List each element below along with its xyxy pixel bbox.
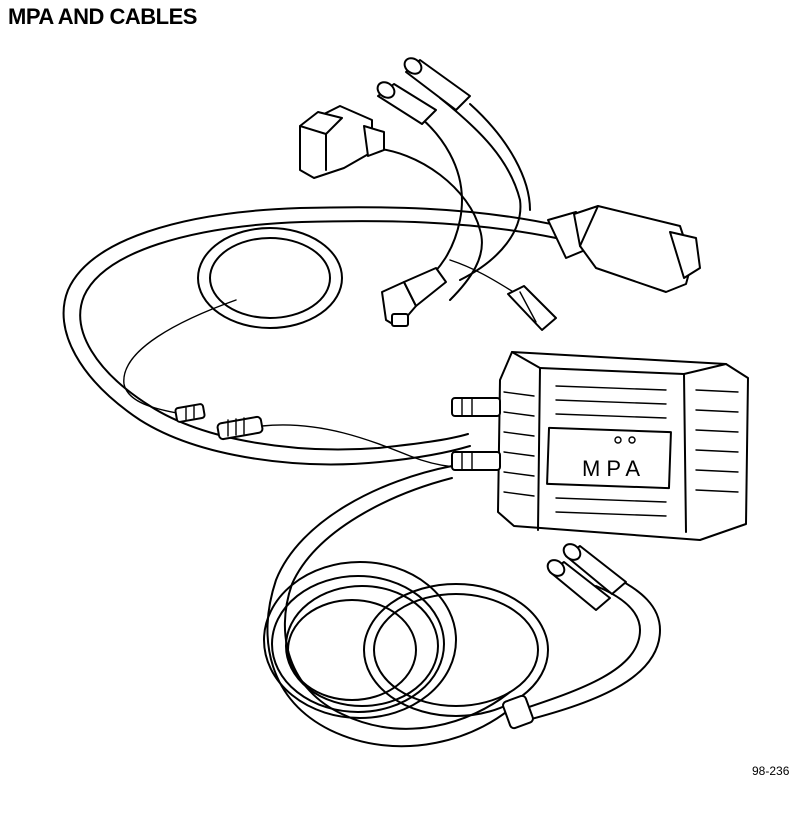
- obd-connector: [299, 105, 385, 179]
- pin-plug: [507, 285, 557, 331]
- large-cable-coil: [263, 465, 549, 748]
- small-cable-coil: [197, 227, 343, 329]
- mpa-device: [497, 351, 749, 541]
- small-plug-connector-b: [216, 415, 264, 441]
- mpa-device-label: MPA: [582, 456, 646, 481]
- serial-connector: [547, 205, 701, 293]
- thin-lead-cables: [123, 299, 491, 469]
- main-cable-loop: [62, 206, 561, 466]
- lower-branch-cables: [502, 577, 661, 730]
- small-plug-connector-a: [174, 403, 206, 423]
- figure-title: MPA AND CABLES: [8, 4, 197, 29]
- round-plug-top-1: [376, 81, 437, 125]
- round-plug-top-2: [403, 57, 471, 111]
- dual-plug-connector-1: [562, 543, 627, 595]
- figure-number: 98-236: [752, 764, 790, 778]
- device-cable-entries: [451, 397, 501, 471]
- top-branch-cables: [369, 97, 531, 301]
- right-angle-plug: [381, 267, 447, 327]
- dual-plug-connector-2: [546, 559, 611, 611]
